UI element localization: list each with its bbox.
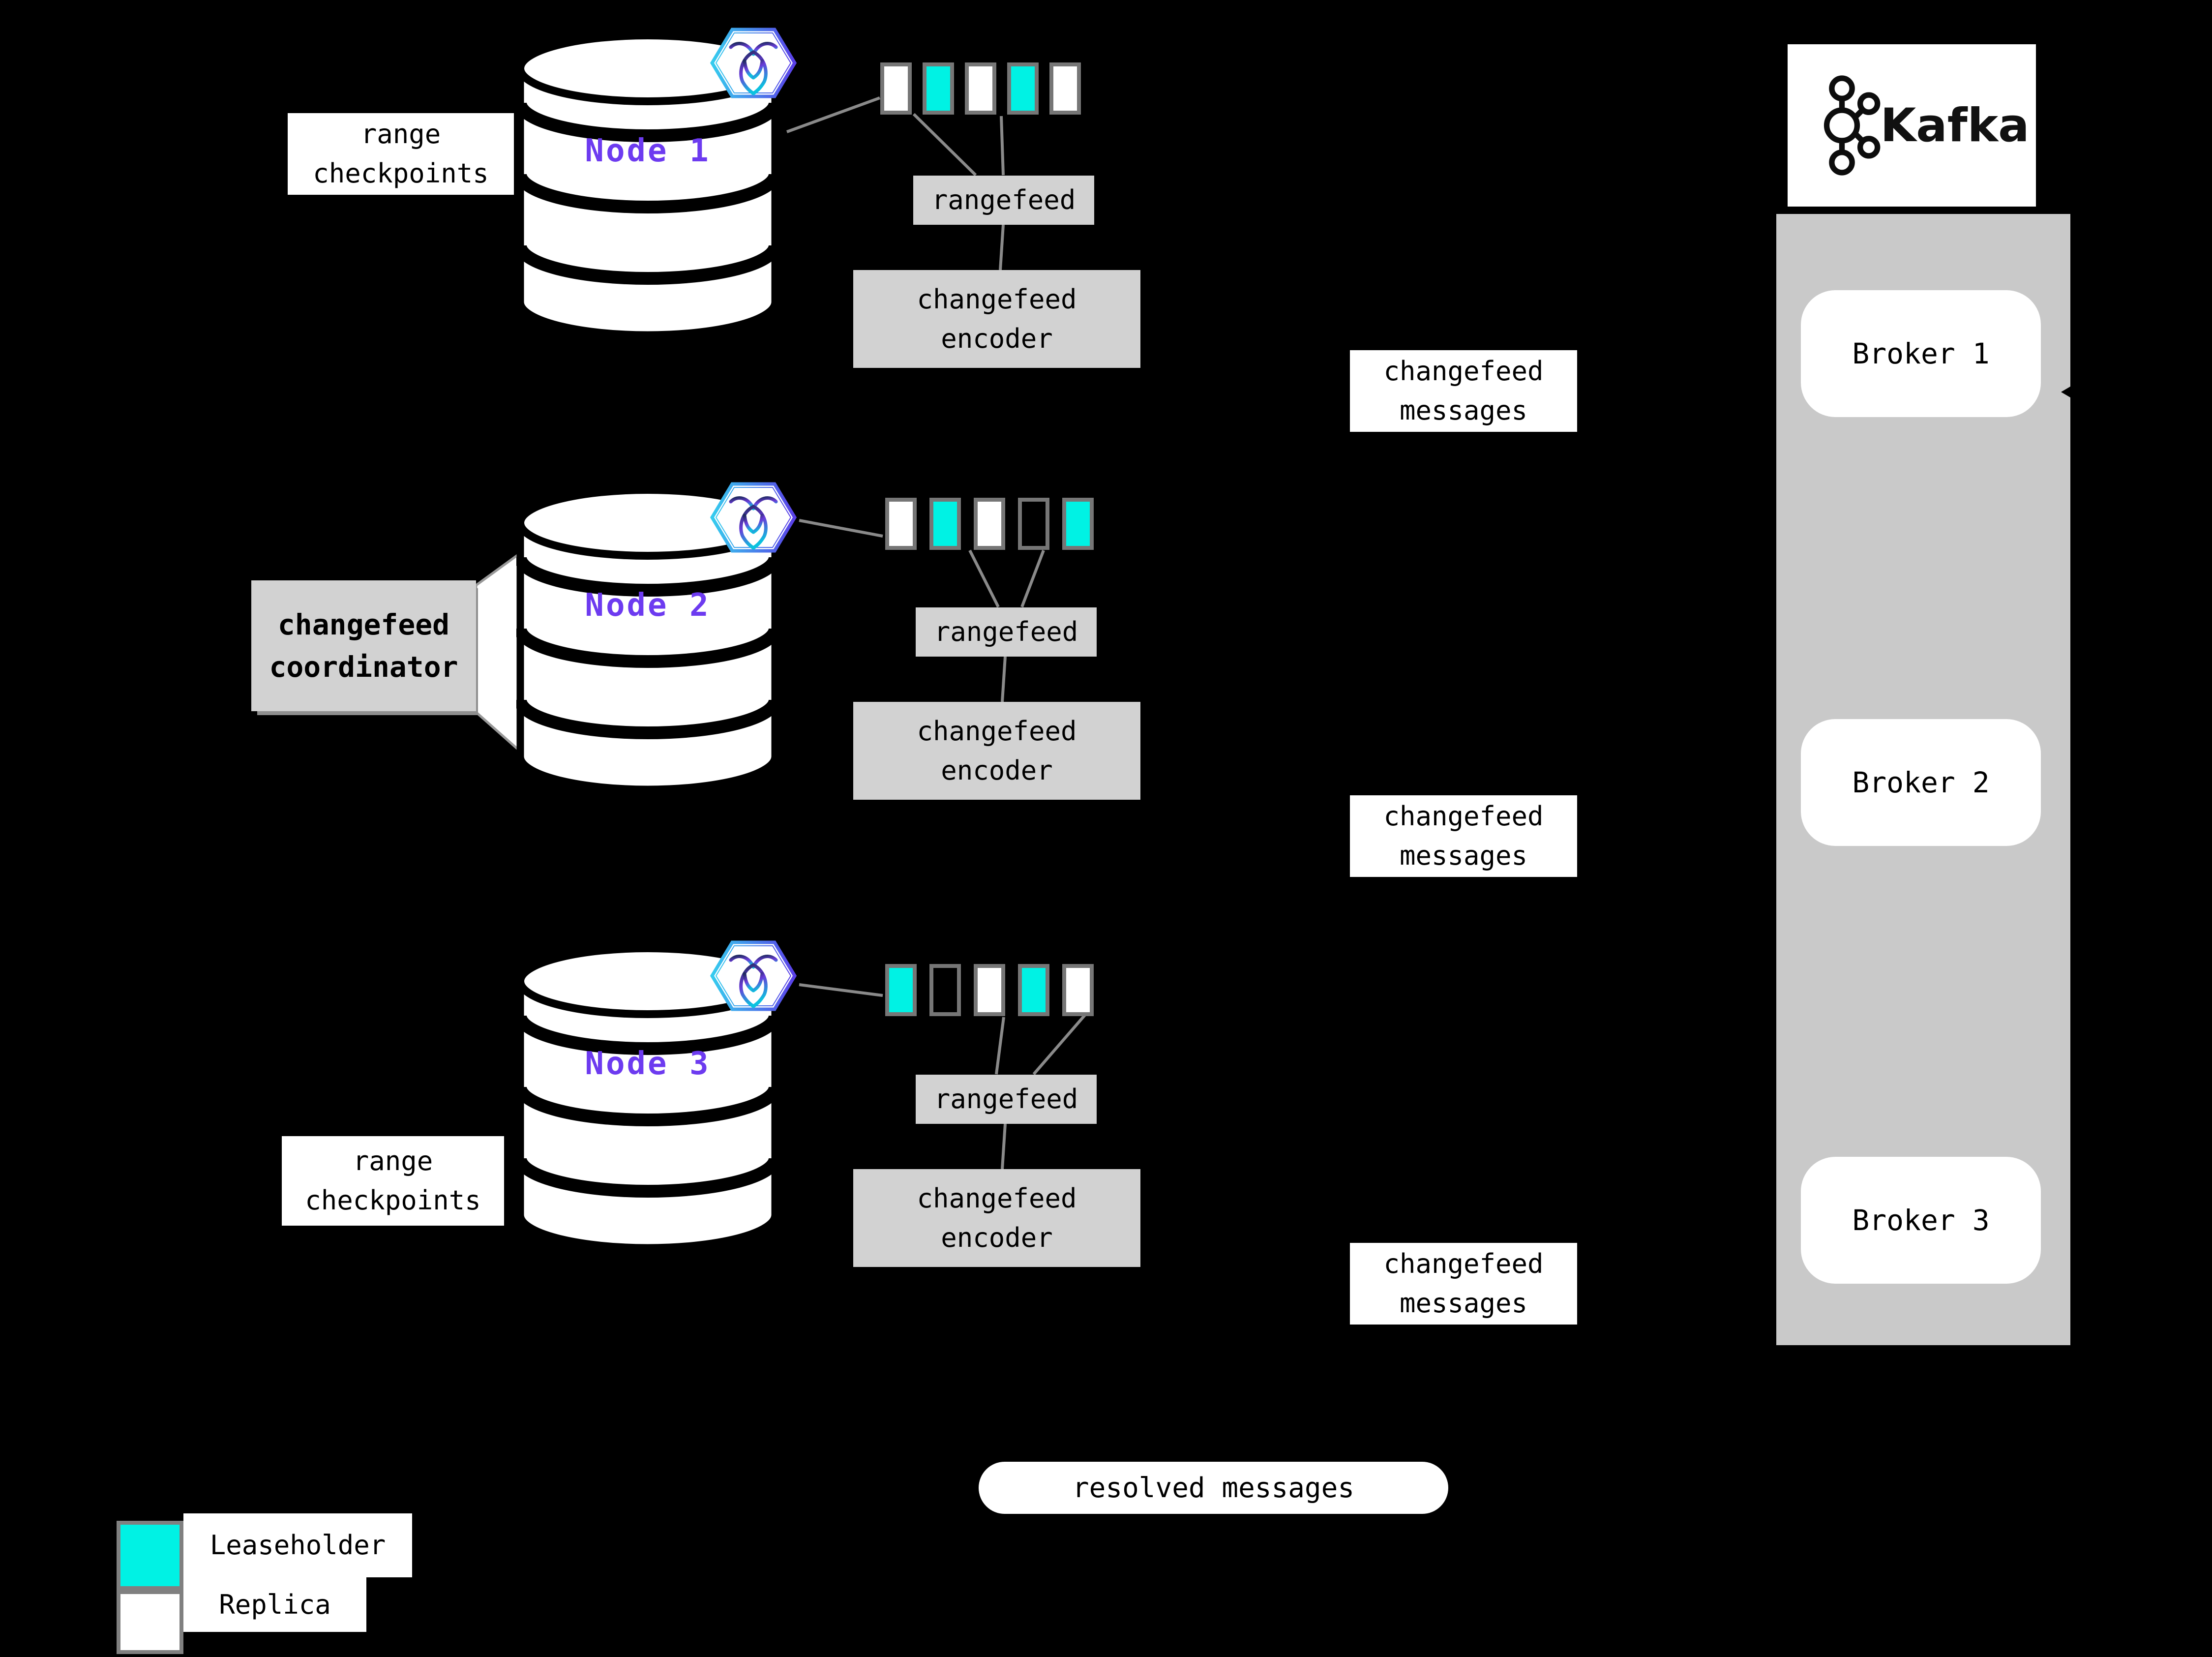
range-chip-leaseholder xyxy=(885,964,917,1016)
range-chips-node1 xyxy=(880,62,1081,115)
coordinator-funnel-shape xyxy=(475,551,521,753)
node3-to-chips-line xyxy=(799,983,883,997)
changefeed-coordinator-box: changefeed coordinator xyxy=(251,580,476,711)
range-checkpoints-line1: range xyxy=(353,1145,433,1176)
legend-leaseholder-label-box: Leaseholder xyxy=(183,1513,412,1577)
range-chip-replica xyxy=(880,62,912,115)
encoder-line2: encoder xyxy=(941,754,1053,786)
rangefeed-label: rangefeed xyxy=(931,184,1076,215)
range-chip-replica xyxy=(974,498,1005,550)
kafka-logo-card: Kafka xyxy=(1788,44,2036,207)
node3-chip3-to-rangefeed-line xyxy=(995,1017,1005,1075)
changefeed-messages-label-1: changefeed messages xyxy=(1350,350,1577,432)
changefeed-encoder-box-node1: changefeed encoder xyxy=(853,270,1140,368)
range-chip-leaseholder xyxy=(1007,62,1039,115)
changefeed-encoder-box-node3: changefeed encoder xyxy=(853,1169,1140,1267)
changefeed-messages-label-2: changefeed messages xyxy=(1350,795,1577,877)
legend-leaseholder-label: Leaseholder xyxy=(209,1530,386,1561)
changefeed-messages-label-3: changefeed messages xyxy=(1350,1243,1577,1325)
encoder-line1: changefeed xyxy=(917,283,1077,315)
range-chip-leaseholder xyxy=(1018,964,1049,1016)
node2-rangefeed-to-encoder-line xyxy=(1001,656,1007,702)
range-checkpoints-label-node3: range checkpoints xyxy=(282,1136,504,1226)
legend-replica-swatch xyxy=(117,1590,183,1654)
messages-line2: messages xyxy=(1399,1288,1528,1319)
encoder-line2: encoder xyxy=(941,323,1053,354)
legend-leaseholder-swatch xyxy=(117,1521,183,1590)
database-cylinder-node2 xyxy=(516,486,779,793)
rangefeed-label: rangefeed xyxy=(934,616,1078,647)
node3-rangefeed-to-encoder-line xyxy=(1001,1123,1007,1170)
cockroachdb-icon-node3 xyxy=(710,940,797,1011)
range-chip-leaseholder xyxy=(1062,498,1094,550)
node2-chip2-to-rangefeed-line xyxy=(968,549,1000,608)
range-chip-leaseholder xyxy=(929,498,961,550)
node3-chip5-to-rangefeed-line xyxy=(1032,1014,1086,1075)
coordinator-line1: changefeed xyxy=(277,608,450,641)
kafka-broker-2: Broker 2 xyxy=(1801,719,2041,846)
messages-line1: changefeed xyxy=(1383,1248,1544,1279)
messages-line2: messages xyxy=(1399,395,1528,426)
resolved-messages-label: resolved messages xyxy=(1072,1472,1355,1504)
node2-to-chips-line xyxy=(799,519,883,538)
range-checkpoints-label-node1: range checkpoints xyxy=(288,113,514,195)
range-checkpoints-line2: checkpoints xyxy=(305,1185,481,1216)
node1-chip3-to-rangefeed-line xyxy=(1000,116,1005,176)
range-chip-empty xyxy=(929,964,961,1016)
rangefeed-box-node1: rangefeed xyxy=(913,176,1094,225)
legend-replica-label-box: Replica xyxy=(183,1577,366,1632)
broker-label: Broker 2 xyxy=(1852,766,1990,799)
kafka-broker-1: Broker 1 xyxy=(1801,290,2041,417)
node1-label: Node 1 xyxy=(585,133,711,169)
legend-replica-label: Replica xyxy=(219,1589,331,1620)
node2-label: Node 2 xyxy=(585,587,711,624)
range-chip-replica xyxy=(1049,62,1081,115)
range-chip-leaseholder xyxy=(923,62,954,115)
range-chip-replica xyxy=(965,62,996,115)
messages-line2: messages xyxy=(1399,840,1528,871)
coordinator-line2: coordinator xyxy=(269,650,458,684)
messages-line1: changefeed xyxy=(1383,356,1544,387)
encoder-line1: changefeed xyxy=(917,1182,1077,1214)
rangefeed-box-node3: rangefeed xyxy=(916,1075,1097,1124)
cockroachdb-icon-node1 xyxy=(710,28,797,98)
rangefeed-box-node2: rangefeed xyxy=(916,607,1097,657)
kafka-title: Kafka xyxy=(1880,98,2030,152)
broker-label: Broker 1 xyxy=(1852,337,1990,370)
database-cylinder-node3 xyxy=(516,944,779,1252)
messages-line1: changefeed xyxy=(1383,801,1544,832)
kafka-broker-3: Broker 3 xyxy=(1801,1157,2041,1284)
range-chips-node3 xyxy=(885,964,1094,1016)
range-chip-replica xyxy=(974,964,1005,1016)
range-chip-empty xyxy=(1018,498,1049,550)
range-chip-replica xyxy=(885,498,917,550)
node1-to-chips-line xyxy=(786,96,881,133)
range-chips-node2 xyxy=(885,498,1094,550)
database-cylinder-node1 xyxy=(516,31,779,339)
rangefeed-label: rangefeed xyxy=(934,1084,1078,1115)
encoder-line1: changefeed xyxy=(917,715,1077,747)
range-chip-replica xyxy=(1062,964,1094,1016)
node3-label: Node 3 xyxy=(585,1046,711,1082)
broker-label: Broker 3 xyxy=(1852,1204,1990,1237)
node1-chip1-to-rangefeed-line xyxy=(912,113,977,177)
cockroachdb-icon-node2 xyxy=(710,482,797,553)
range-checkpoints-line1: range xyxy=(360,119,441,150)
kafka-logo-icon xyxy=(1823,75,1881,176)
resolved-messages-pill: resolved messages xyxy=(979,1462,1448,1514)
broker1-arrowhead xyxy=(2061,384,2075,400)
node2-chip4-to-rangefeed-line xyxy=(1020,549,1045,608)
range-checkpoints-line2: checkpoints xyxy=(313,158,489,189)
changefeed-encoder-box-node2: changefeed encoder xyxy=(853,702,1140,800)
encoder-line2: encoder xyxy=(941,1222,1053,1253)
node1-rangefeed-to-encoder-line xyxy=(999,224,1005,271)
